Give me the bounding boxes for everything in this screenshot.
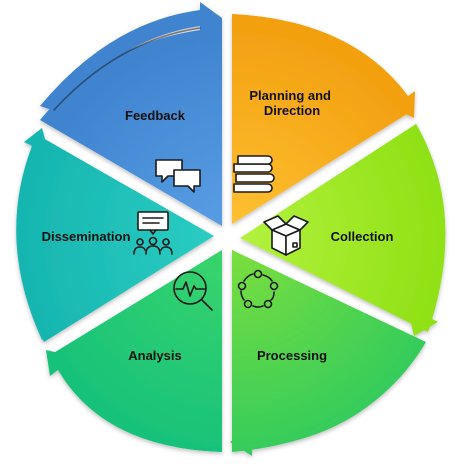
- chat-bubbles-icon: [155, 159, 201, 193]
- label-analysis: Analysis: [128, 348, 181, 363]
- magnifier-pulse-icon: [173, 271, 213, 311]
- label-feedback: Feedback: [125, 108, 186, 123]
- segment-planning: [232, 14, 415, 224]
- label-planning: Planning and Direction: [249, 88, 334, 118]
- label-processing: Processing: [257, 348, 327, 363]
- cycle-dots-icon: [237, 269, 279, 309]
- label-dissemination: Dissemination: [42, 229, 131, 244]
- segment-processing: [230, 250, 426, 456]
- open-box-icon: [263, 215, 309, 256]
- segment-collection: [240, 124, 446, 336]
- segment-dissemination: [16, 128, 214, 342]
- label-collection: Collection: [331, 229, 394, 244]
- stacked-books-icon: [233, 155, 275, 193]
- presenter-group-icon: [133, 211, 173, 255]
